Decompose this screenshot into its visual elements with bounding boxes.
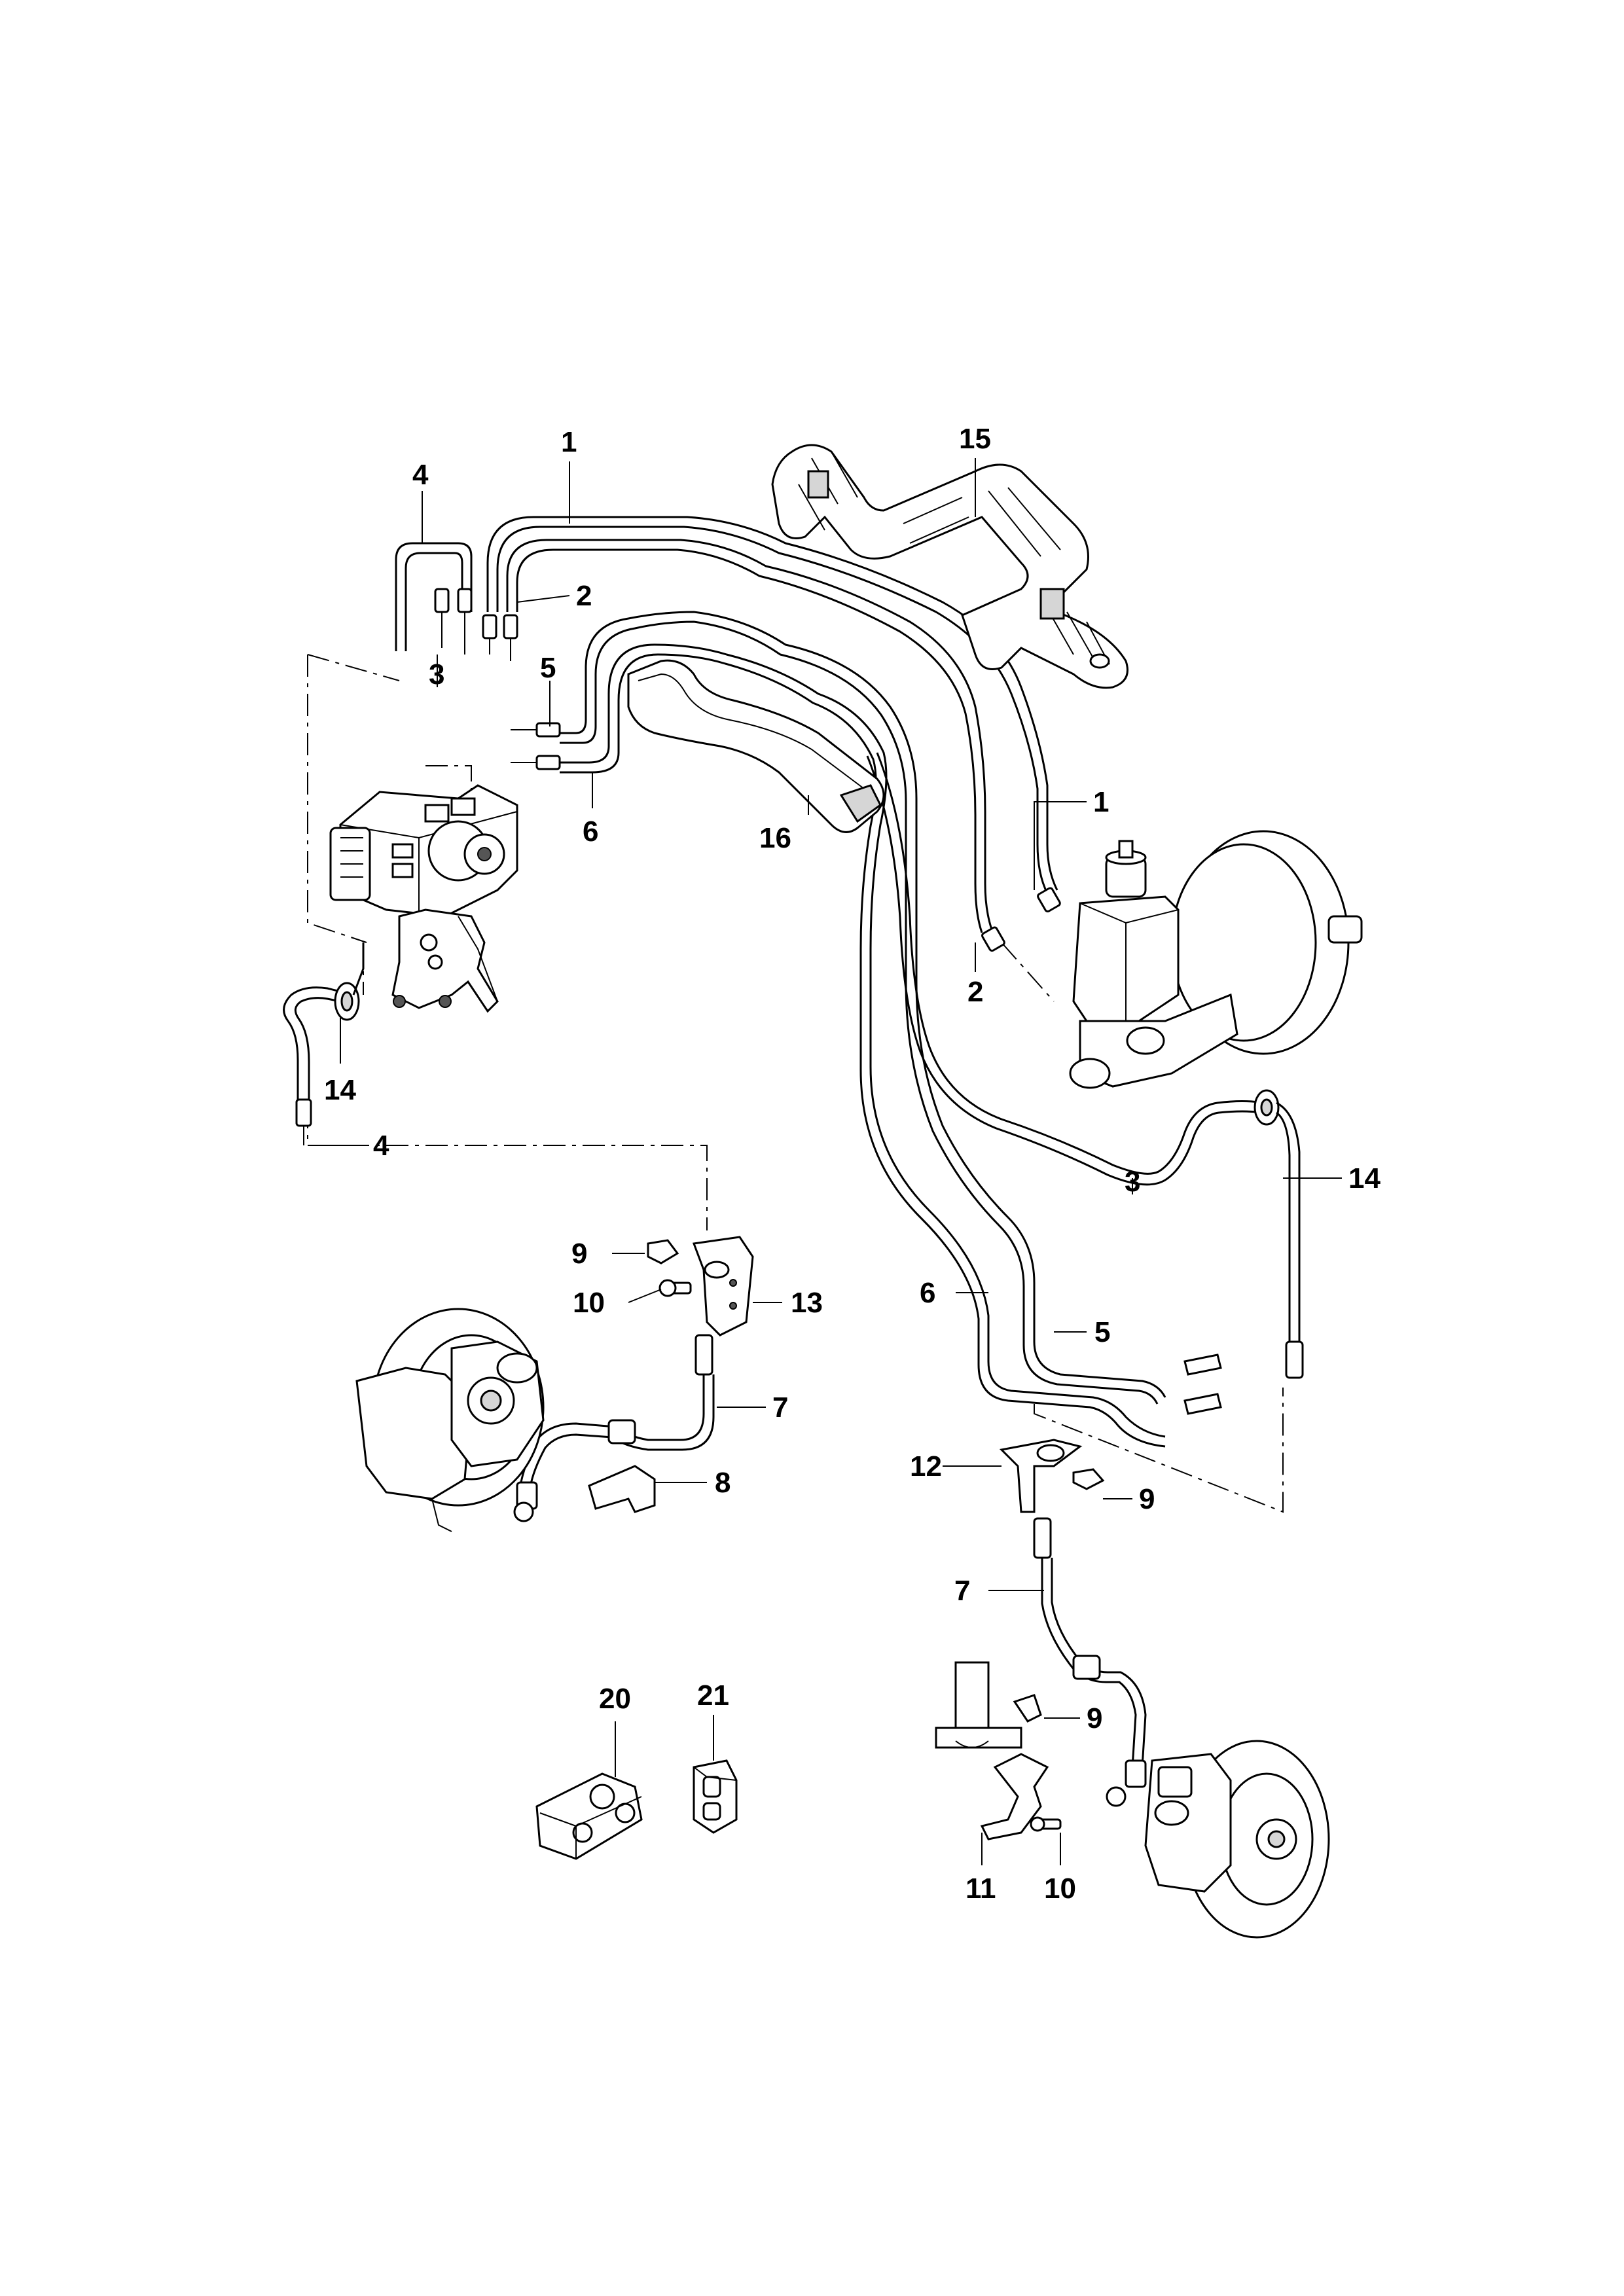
leader-lines — [311, 458, 1342, 1865]
abs-hydraulic-unit — [329, 784, 518, 1013]
callout-2-top: 2 — [576, 580, 592, 612]
abs-pipe-fittings — [434, 588, 561, 770]
brake-pipe-4-upper — [395, 542, 473, 651]
callout-14-right: 14 — [1348, 1162, 1380, 1194]
part-20-pipe-clip — [535, 1772, 643, 1860]
callout-3-abs: 3 — [429, 658, 444, 691]
callout-3-right: 3 — [1125, 1166, 1140, 1198]
callout-1-top: 1 — [561, 426, 577, 458]
callout-7-left: 7 — [772, 1391, 788, 1424]
callout-13: 13 — [791, 1287, 823, 1319]
callout-15: 15 — [959, 423, 991, 455]
callout-7-right: 7 — [954, 1575, 970, 1607]
callout-10-left: 10 — [573, 1287, 605, 1319]
callout-11: 11 — [965, 1873, 996, 1905]
callout-5-right: 5 — [1094, 1316, 1110, 1348]
callout-9-left: 9 — [571, 1238, 587, 1270]
callout-6-right: 6 — [920, 1277, 935, 1309]
brake-pipe-bundle — [395, 516, 1264, 1448]
callout-2-right: 2 — [967, 976, 983, 1008]
part-21-pipe-clip — [693, 1759, 738, 1834]
callout-1-right: 1 — [1093, 786, 1109, 818]
callout-10-right: 10 — [1044, 1873, 1076, 1905]
left-hose-assembly — [283, 942, 365, 1145]
left-rear-brake-group — [355, 1236, 754, 1532]
callout-16: 16 — [759, 822, 791, 854]
callout-6-abs: 6 — [583, 816, 598, 848]
callout-20: 20 — [599, 1683, 631, 1715]
callout-4-top: 4 — [412, 459, 429, 491]
part-16-pipe-guide — [627, 659, 885, 833]
brake-pipe-3 — [876, 752, 1264, 1175]
callout-9-right-lower: 9 — [1087, 1702, 1102, 1734]
master-cylinder-fittings — [981, 887, 1061, 952]
brake-pipe-5 — [560, 611, 1166, 1398]
callout-9-right-upper: 9 — [1139, 1483, 1155, 1515]
master-cylinder-booster — [1069, 830, 1363, 1089]
right-rear-brake-group — [935, 1439, 1330, 1939]
brake-pipe-2 — [506, 539, 993, 930]
callout-4-left: 4 — [373, 1130, 389, 1162]
right-hose-assembly — [1183, 1089, 1304, 1415]
part-15-pipe-cover — [771, 444, 1128, 689]
callout-5-abs: 5 — [540, 652, 556, 684]
brake-pipe-1 — [486, 516, 1058, 891]
callout-8: 8 — [715, 1467, 731, 1499]
callout-12: 12 — [910, 1450, 942, 1482]
callout-labels: 1 1 2 2 3 3 4 4 5 5 6 6 7 7 8 9 9 9 10 1… — [324, 423, 1380, 1905]
callout-21: 21 — [697, 1679, 729, 1712]
brake-pipe-6 — [560, 643, 1166, 1438]
callout-14-left: 14 — [324, 1074, 356, 1106]
